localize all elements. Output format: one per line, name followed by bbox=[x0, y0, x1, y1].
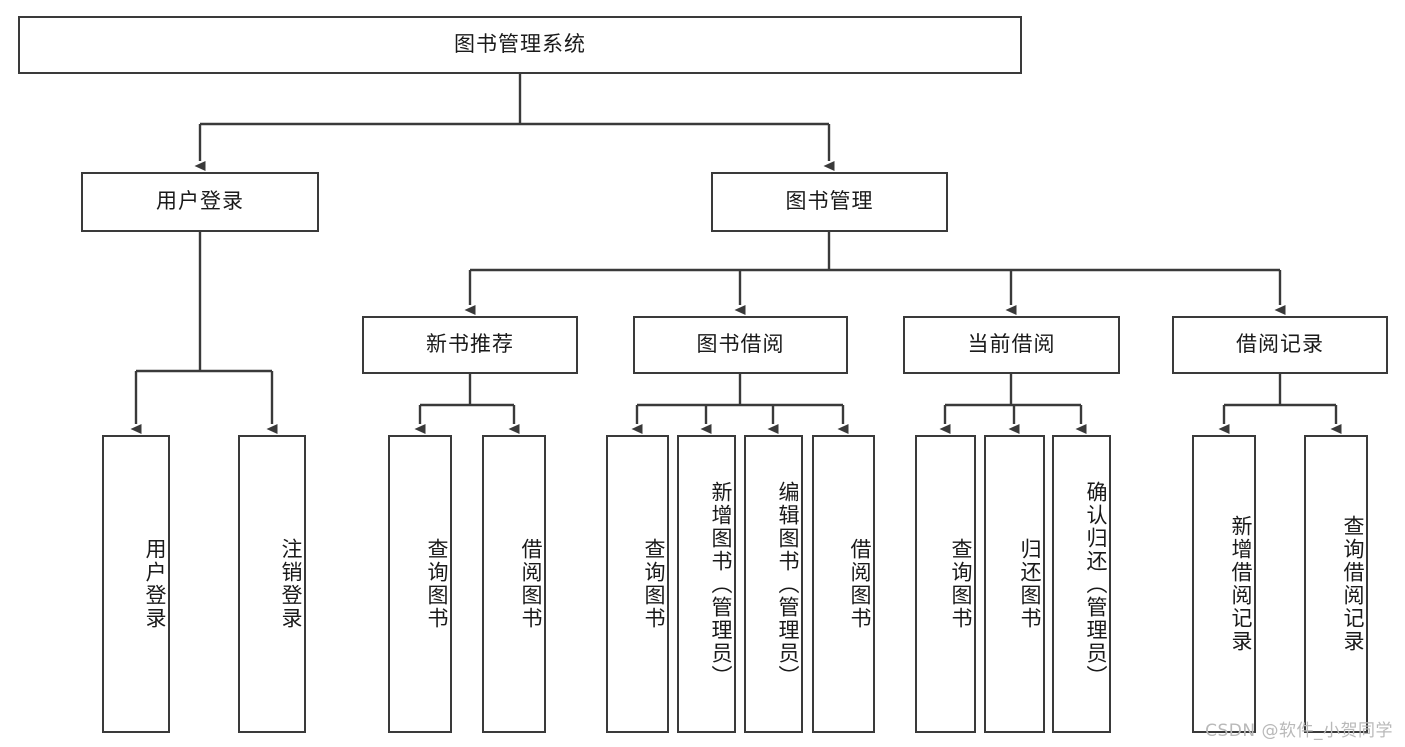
leaf-borrow-do-borrow[interactable]: 借阅图书 bbox=[812, 435, 875, 733]
leaf-current-query-book[interactable]: 查询图书 bbox=[915, 435, 976, 733]
leaf-record-query-label: 查询借阅记录 bbox=[1341, 515, 1365, 653]
leaf-record-query[interactable]: 查询借阅记录 bbox=[1304, 435, 1368, 733]
leaf-borrow-add-book-label: 新增图书（管理员） bbox=[709, 480, 733, 688]
leaf-current-confirm-return-label: 确认归还（管理员） bbox=[1084, 480, 1108, 688]
node-user-login[interactable]: 用户登录 bbox=[81, 172, 319, 232]
node-borrow-record-label: 借阅记录 bbox=[1236, 332, 1324, 357]
node-book-borrow-label: 图书借阅 bbox=[696, 332, 785, 357]
leaf-user-logout-label: 注销登录 bbox=[279, 538, 303, 630]
node-new-book-recommend-label: 新书推荐 bbox=[426, 332, 514, 357]
node-root[interactable]: 图书管理系统 bbox=[18, 16, 1022, 74]
node-current-borrow[interactable]: 当前借阅 bbox=[903, 316, 1120, 374]
leaf-borrow-add-book[interactable]: 新增图书（管理员） bbox=[677, 435, 736, 733]
leaf-user-login-label: 用户登录 bbox=[143, 538, 167, 630]
node-user-login-label: 用户登录 bbox=[156, 189, 244, 214]
leaf-user-logout[interactable]: 注销登录 bbox=[238, 435, 306, 733]
node-borrow-record[interactable]: 借阅记录 bbox=[1172, 316, 1388, 374]
leaf-borrow-query-book-label: 查询图书 bbox=[642, 538, 666, 630]
leaf-user-login[interactable]: 用户登录 bbox=[102, 435, 170, 733]
leaf-current-return-book-label: 归还图书 bbox=[1018, 538, 1042, 630]
leaf-new-query-book-label: 查询图书 bbox=[425, 538, 449, 630]
leaf-borrow-query-book[interactable]: 查询图书 bbox=[606, 435, 669, 733]
node-book-borrow[interactable]: 图书借阅 bbox=[633, 316, 848, 374]
node-book-management[interactable]: 图书管理 bbox=[711, 172, 948, 232]
leaf-borrow-do-borrow-label: 借阅图书 bbox=[848, 538, 872, 630]
leaf-new-borrow-book-label: 借阅图书 bbox=[519, 538, 543, 630]
leaf-record-add-label: 新增借阅记录 bbox=[1229, 515, 1253, 653]
leaf-record-add[interactable]: 新增借阅记录 bbox=[1192, 435, 1256, 733]
node-root-label: 图书管理系统 bbox=[454, 32, 586, 57]
leaf-current-query-book-label: 查询图书 bbox=[949, 538, 973, 630]
leaf-new-borrow-book[interactable]: 借阅图书 bbox=[482, 435, 546, 733]
leaf-current-return-book[interactable]: 归还图书 bbox=[984, 435, 1045, 733]
leaf-new-query-book[interactable]: 查询图书 bbox=[388, 435, 452, 733]
node-book-management-label: 图书管理 bbox=[785, 189, 874, 214]
leaf-borrow-edit-book-label: 编辑图书（管理员） bbox=[776, 480, 800, 688]
leaf-borrow-edit-book[interactable]: 编辑图书（管理员） bbox=[744, 435, 803, 733]
watermark: CSDN @软件_小贺同学 bbox=[1205, 721, 1393, 741]
leaf-current-confirm-return[interactable]: 确认归还（管理员） bbox=[1052, 435, 1111, 733]
node-new-book-recommend[interactable]: 新书推荐 bbox=[362, 316, 578, 374]
node-current-borrow-label: 当前借阅 bbox=[967, 332, 1056, 357]
